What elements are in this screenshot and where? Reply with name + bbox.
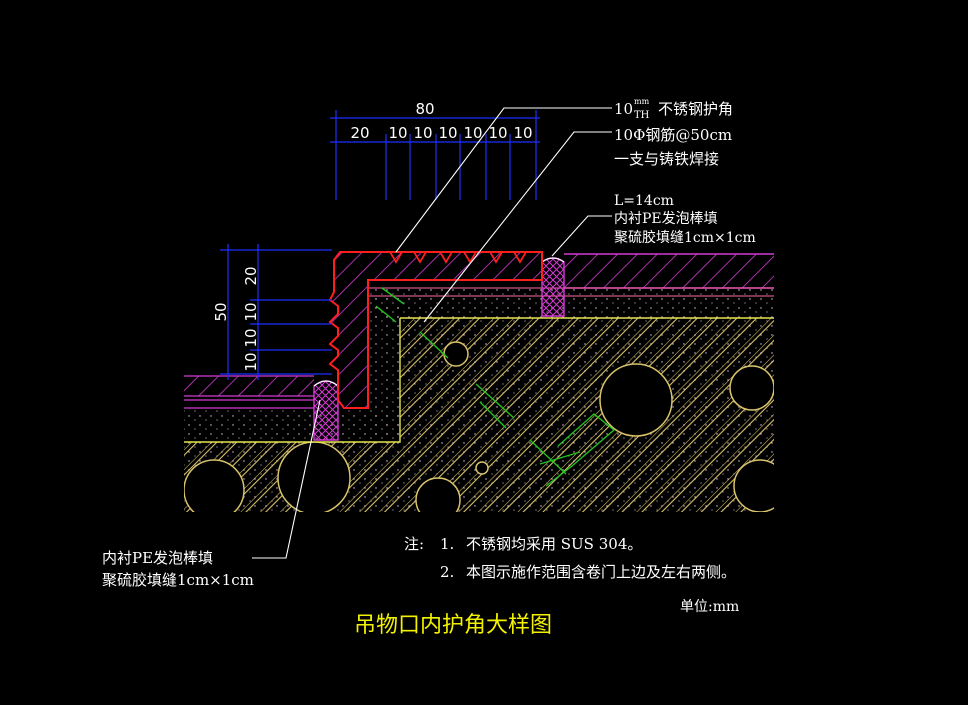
right-finish-layer xyxy=(368,253,774,318)
right-mortar xyxy=(368,288,774,318)
dim-left-seg: 10 xyxy=(242,352,260,371)
note-1-text: 不锈钢均采用 SUS 304。 xyxy=(466,535,642,553)
guard-label: 不锈钢护角 xyxy=(658,100,733,118)
note-2-number: 2. xyxy=(440,563,454,581)
left-finish-layer xyxy=(184,375,400,442)
dim-top-seg: 10 xyxy=(488,124,507,142)
left-dimension-lines xyxy=(220,244,332,380)
dim-top-seg: 20 xyxy=(350,124,369,142)
dim-left-total: 50 xyxy=(212,302,230,321)
dim-top-total: 80 xyxy=(415,100,434,118)
unit-label: 单位:mm xyxy=(680,599,739,615)
drawing-title: 吊物口内护角大样图 xyxy=(354,613,552,638)
right-callout-3: 聚硫胶填缝1cm×1cm xyxy=(614,229,756,246)
dim-top-seg: 10 xyxy=(438,124,457,142)
dim-top-seg: 10 xyxy=(463,124,482,142)
note-2-text: 本图示施作范围含卷门上边及左右两侧。 xyxy=(466,563,736,581)
guard-unit-bottom: TH xyxy=(634,110,650,121)
rebar-label-1: 10Φ钢筋@50cm xyxy=(614,126,732,144)
dim-left-seg: 10 xyxy=(242,302,260,321)
guard-body xyxy=(328,251,543,409)
guard-prefix: 10 xyxy=(614,100,633,118)
right-hatch xyxy=(564,254,774,288)
left-hatch-edges xyxy=(184,375,314,409)
stainless-angle-guard xyxy=(328,251,543,409)
step-mortar xyxy=(368,296,400,442)
left-hatch xyxy=(184,376,314,396)
dim-left-seg: 10 xyxy=(242,328,260,347)
rebar-label-2: 一支与铸铁焊接 xyxy=(614,150,719,168)
guard-anchor-teeth xyxy=(389,251,527,264)
left-callout-1: 内衬PE发泡棒填 xyxy=(102,549,213,567)
right-callout-2: 内衬PE发泡棒填 xyxy=(614,211,718,227)
dim-top-seg: 10 xyxy=(413,124,432,142)
left-callout-2: 聚硫胶填缝1cm×1cm xyxy=(102,571,254,589)
dim-left-seg: 20 xyxy=(242,266,260,285)
rebar-bars xyxy=(375,287,616,487)
leader-lines xyxy=(252,107,612,559)
notes-prefix: 注: xyxy=(404,535,424,553)
note-1-number: 1. xyxy=(440,535,454,553)
left-mortar xyxy=(184,408,400,442)
right-callout-1: L=14cm xyxy=(614,193,674,209)
aggregate-stones xyxy=(184,341,774,512)
guard-unit-top: mm xyxy=(634,97,650,106)
right-mortar-lines xyxy=(368,287,774,297)
dim-top-seg: 10 xyxy=(388,124,407,142)
pe-rod-left xyxy=(313,380,339,441)
pe-rod-right xyxy=(541,257,565,317)
dim-top-seg: 10 xyxy=(513,124,532,142)
